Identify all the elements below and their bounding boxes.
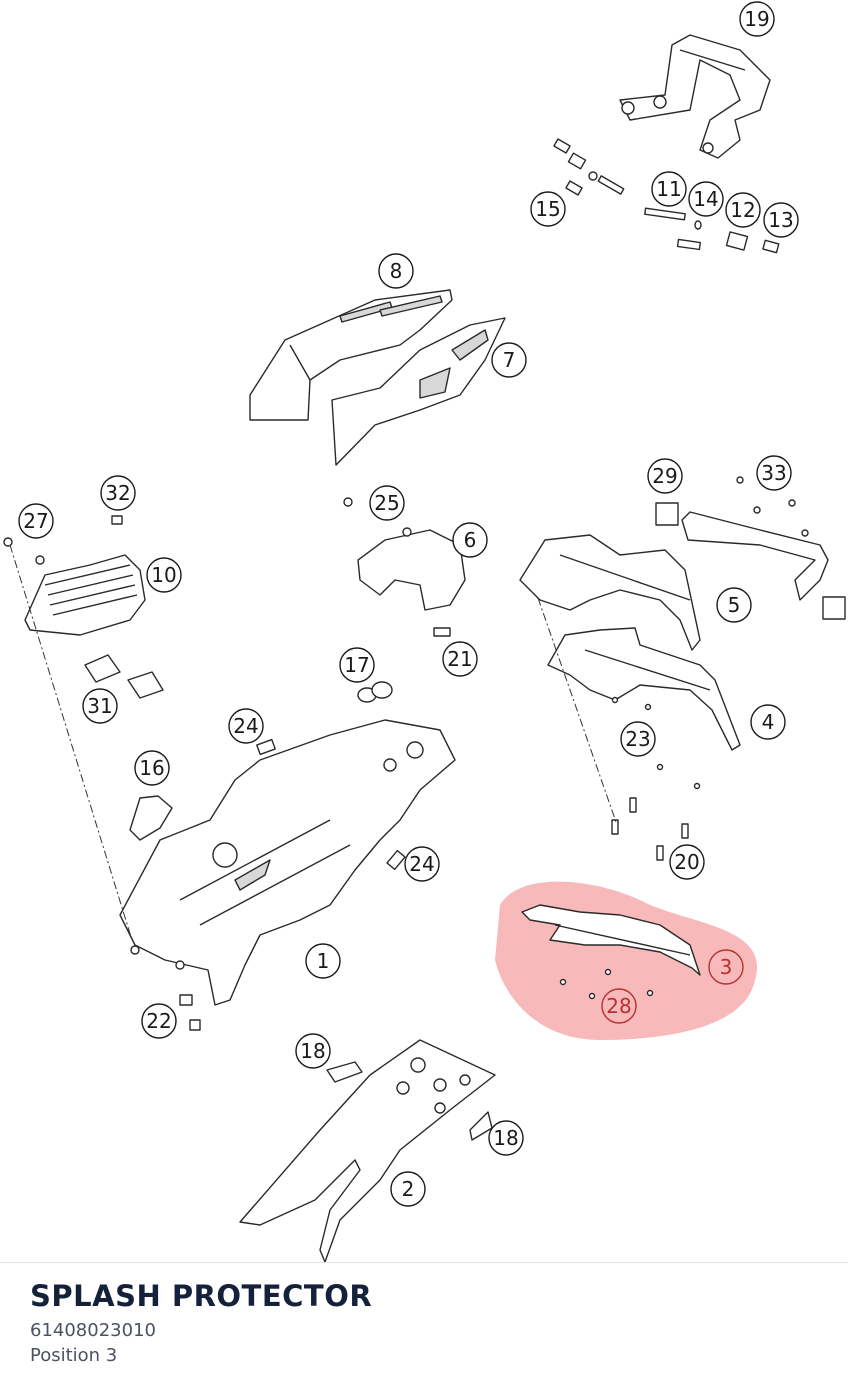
svg-text:10: 10	[151, 563, 176, 587]
part-name: SPLASH PROTECTOR	[30, 1279, 373, 1313]
svg-text:20: 20	[674, 850, 699, 874]
svg-text:21: 21	[447, 647, 472, 671]
assembly-line-right	[537, 597, 617, 823]
part-gasket[interactable]	[129, 795, 173, 841]
callout-1[interactable]: 1	[305, 943, 341, 979]
svg-text:8: 8	[390, 259, 403, 283]
callout-24-lower[interactable]: 24	[404, 846, 440, 882]
callout-19[interactable]: 19	[739, 1, 775, 37]
part-info-panel: SPLASH PROTECTOR 61408023010 Position 3	[0, 1262, 848, 1391]
part-rear-subframe-upper[interactable]	[519, 534, 701, 651]
part-splash-protector[interactable]	[521, 904, 701, 1000]
callout-24-upper[interactable]: 24	[228, 708, 264, 744]
callout-23[interactable]: 23	[620, 721, 656, 757]
part-adhesive-pads[interactable]	[84, 654, 164, 699]
svg-text:3: 3	[720, 955, 733, 979]
part-side-panel-left[interactable]	[249, 289, 453, 421]
svg-text:32: 32	[105, 481, 130, 505]
svg-text:27: 27	[23, 509, 48, 533]
svg-text:25: 25	[374, 491, 399, 515]
svg-text:33: 33	[761, 461, 786, 485]
svg-text:31: 31	[87, 694, 112, 718]
callout-31[interactable]: 31	[82, 688, 118, 724]
part-fastener-set-top[interactable]	[553, 138, 780, 254]
svg-text:5: 5	[728, 593, 741, 617]
part-side-panel-right[interactable]	[331, 317, 506, 466]
part-electrical-box[interactable]	[3, 515, 146, 636]
callout-22[interactable]: 22	[141, 1003, 177, 1039]
callout-21[interactable]: 21	[442, 641, 478, 677]
callout-4[interactable]: 4	[750, 704, 786, 740]
svg-text:18: 18	[300, 1039, 325, 1063]
svg-text:18: 18	[493, 1126, 518, 1150]
svg-text:7: 7	[503, 348, 516, 372]
callout-18-upper[interactable]: 18	[295, 1033, 331, 1069]
part-rear-mudguard[interactable]	[119, 719, 456, 1031]
svg-text:24: 24	[409, 852, 434, 876]
callout-14[interactable]: 14	[688, 181, 724, 217]
exploded-parts-drawing: 19 11 14 12 13 15 8 7 29 33 32 27 25 6 1…	[3, 1, 846, 1262]
part-under-panel[interactable]	[239, 1039, 496, 1262]
svg-text:24: 24	[233, 714, 258, 738]
svg-text:15: 15	[535, 197, 560, 221]
svg-text:14: 14	[693, 187, 718, 211]
callout-13[interactable]: 13	[763, 202, 799, 238]
svg-text:28: 28	[606, 994, 631, 1018]
callout-3-selected[interactable]: 3	[708, 949, 744, 985]
assembly-line-left	[9, 544, 133, 941]
callout-28[interactable]: 28	[601, 988, 637, 1024]
svg-text:11: 11	[656, 177, 681, 201]
part-reflector-bracket[interactable]	[326, 1061, 493, 1141]
part-damper-pads[interactable]	[256, 738, 406, 871]
callout-25[interactable]: 25	[369, 485, 405, 521]
svg-text:22: 22	[146, 1009, 171, 1033]
part-license-bracket[interactable]	[655, 476, 846, 620]
svg-text:4: 4	[762, 710, 775, 734]
svg-text:17: 17	[344, 653, 369, 677]
svg-text:29: 29	[652, 464, 677, 488]
callout-17[interactable]: 17	[339, 647, 375, 683]
callout-2[interactable]: 2	[390, 1171, 426, 1207]
callout-8[interactable]: 8	[378, 253, 414, 289]
svg-text:13: 13	[768, 208, 793, 232]
svg-text:16: 16	[139, 756, 164, 780]
svg-text:6: 6	[464, 528, 477, 552]
svg-text:1: 1	[317, 949, 330, 973]
part-position: Position 3	[30, 1345, 118, 1366]
part-number: 61408023010	[30, 1320, 156, 1341]
callout-15[interactable]: 15	[530, 191, 566, 227]
callout-11[interactable]: 11	[651, 171, 687, 207]
part-grab-handle[interactable]	[619, 34, 771, 159]
callout-16[interactable]: 16	[134, 750, 170, 786]
callout-32[interactable]: 32	[100, 475, 136, 511]
callout-5[interactable]: 5	[716, 587, 752, 623]
svg-text:23: 23	[625, 727, 650, 751]
callout-18-lower[interactable]: 18	[488, 1120, 524, 1156]
callout-33[interactable]: 33	[756, 455, 792, 491]
callout-12[interactable]: 12	[725, 192, 761, 228]
callout-10[interactable]: 10	[146, 557, 182, 593]
callout-27[interactable]: 27	[18, 503, 54, 539]
svg-text:19: 19	[744, 7, 769, 31]
part-rear-subframe-lower[interactable]	[547, 627, 741, 751]
exploded-diagram: 19 11 14 12 13 15 8 7 29 33 32 27 25 6 1…	[3, 1, 846, 1262]
callout-29[interactable]: 29	[647, 458, 683, 494]
svg-text:12: 12	[730, 198, 755, 222]
callout-7[interactable]: 7	[491, 342, 527, 378]
part-screw-set[interactable]	[611, 696, 701, 861]
svg-text:2: 2	[402, 1177, 415, 1201]
part-grommets[interactable]	[357, 681, 393, 703]
callout-20[interactable]: 20	[669, 844, 705, 880]
part-seat-cover[interactable]	[343, 497, 466, 637]
callout-6[interactable]: 6	[452, 522, 488, 558]
